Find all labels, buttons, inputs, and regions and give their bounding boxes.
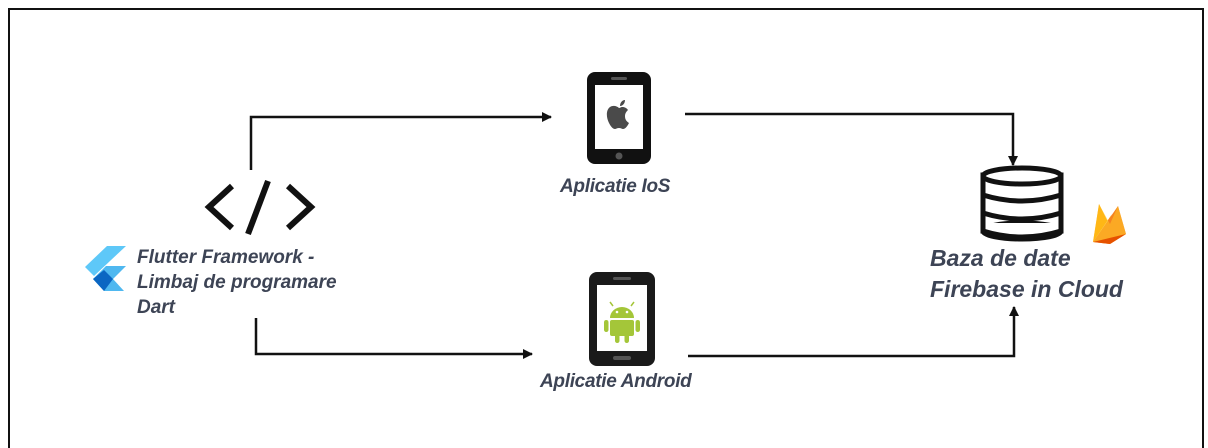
edge-android-to-firebase	[688, 306, 1019, 358]
android-phone-icon	[589, 272, 655, 366]
firebase-flame-icon	[1093, 204, 1126, 244]
android-app-label: Aplicatie Android	[540, 371, 692, 392]
diagram-frame	[8, 8, 1204, 448]
flutter-logo-icon	[85, 246, 126, 291]
edge-flutter-to-android	[254, 318, 533, 359]
edge-flutter-to-ios	[249, 112, 552, 170]
database-icon	[980, 165, 1064, 242]
firebase-database-label: Baza de date Firebase in Cloud	[930, 245, 1123, 302]
iphone-apple-icon	[587, 72, 651, 164]
edge-ios-to-firebase	[685, 112, 1018, 166]
code-brackets-icon	[204, 179, 316, 236]
flutter-framework-label: Flutter Framework - Limbaj de programare…	[137, 247, 337, 318]
ios-app-label: Aplicatie IoS	[560, 176, 671, 197]
